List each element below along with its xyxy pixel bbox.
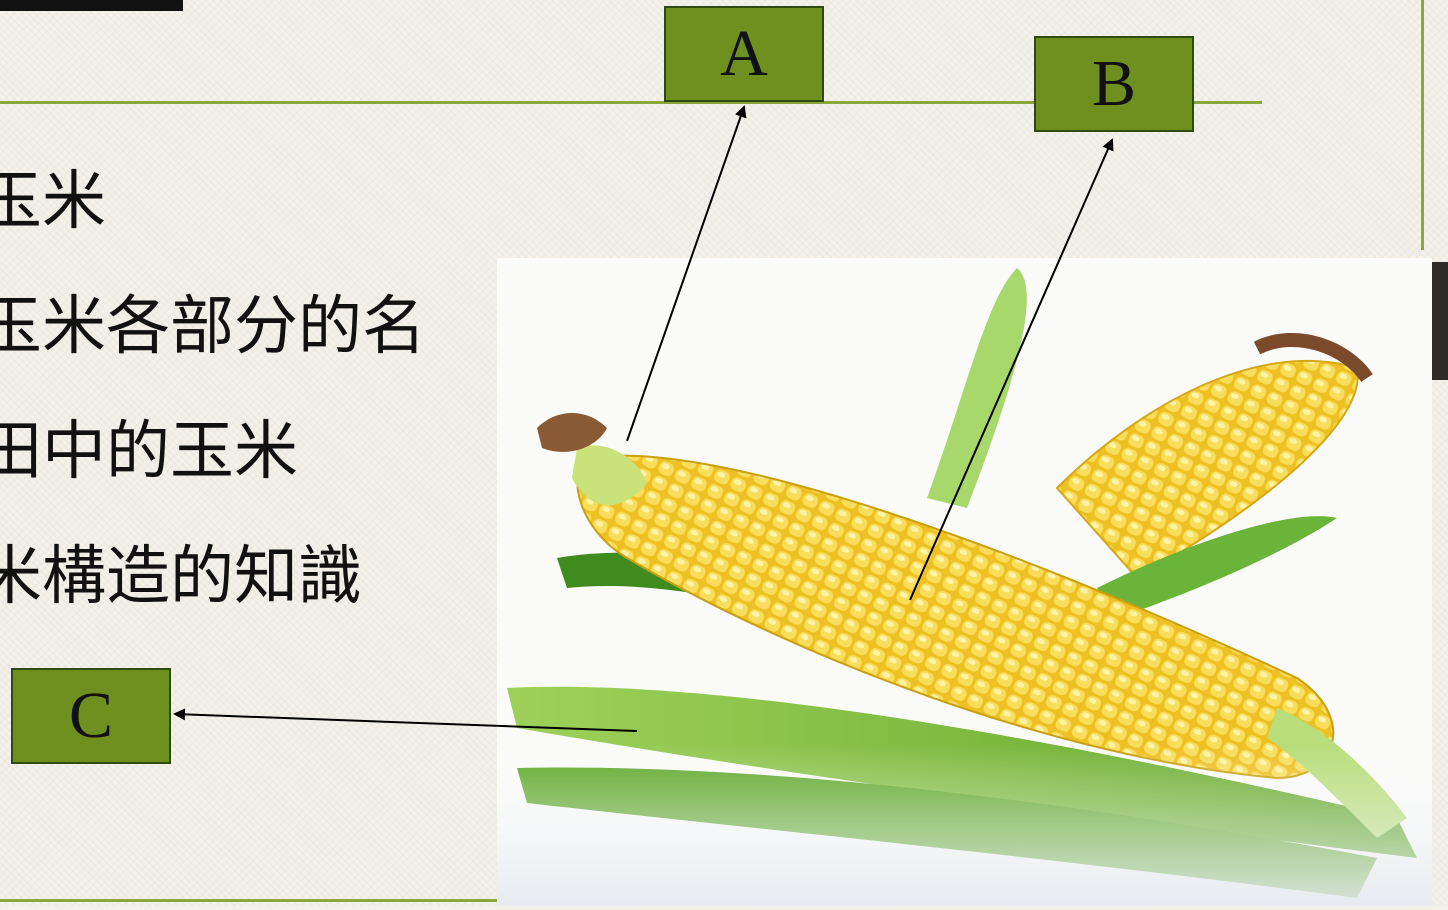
arrow-to-a bbox=[626, 105, 747, 442]
label-c: C bbox=[11, 668, 171, 764]
bullet-list: 玉米 玉米各部分的名 田中的玉米 米構造的知識 bbox=[0, 140, 426, 640]
label-b: B bbox=[1034, 36, 1194, 132]
header-rule bbox=[0, 101, 1262, 104]
side-tab bbox=[1432, 262, 1448, 380]
bullet-item: 米構造的知識 bbox=[0, 540, 362, 614]
arrow-to-b bbox=[909, 138, 1114, 601]
bullet-item: 田中的玉米 bbox=[0, 415, 298, 489]
right-rule bbox=[1421, 0, 1424, 250]
corn-photo bbox=[497, 258, 1432, 906]
label-a: A bbox=[664, 6, 824, 102]
arrow-to-c bbox=[173, 708, 638, 732]
footer-rule bbox=[0, 899, 500, 902]
corn-illustration bbox=[497, 258, 1432, 906]
bullet-item: 玉米各部分的名 bbox=[0, 290, 426, 364]
bullet-item: 玉米 bbox=[0, 165, 106, 239]
title-underline bbox=[0, 0, 183, 11]
